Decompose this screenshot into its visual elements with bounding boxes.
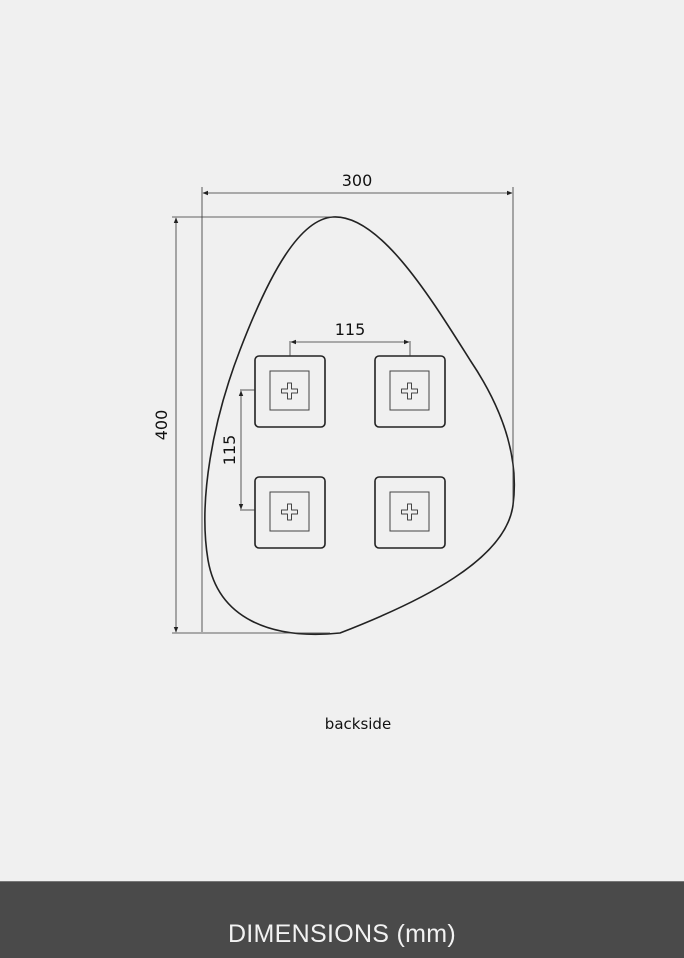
vertical-spacing-label: 115 (220, 435, 239, 466)
dimensions-banner: DIMENSIONS (mm) (0, 881, 684, 958)
height-dimension (172, 216, 333, 634)
mounting-bracket (254, 476, 326, 549)
horizontal-spacing-dimension (289, 339, 411, 356)
width-dimension (201, 187, 514, 632)
mounting-bracket (374, 355, 446, 428)
vertical-spacing-dimension (238, 389, 255, 511)
dimension-drawing: 300 400 115 115 backside (152, 171, 516, 733)
horizontal-spacing-label: 115 (335, 320, 366, 339)
caption-backside: backside (325, 715, 391, 733)
mounting-bracket (254, 355, 326, 428)
banner-title: DIMENSIONS (mm) (227, 919, 457, 948)
height-label: 400 (152, 410, 171, 441)
mirror-outline (204, 216, 516, 636)
width-label: 300 (342, 171, 373, 190)
mounting-bracket (374, 476, 446, 549)
